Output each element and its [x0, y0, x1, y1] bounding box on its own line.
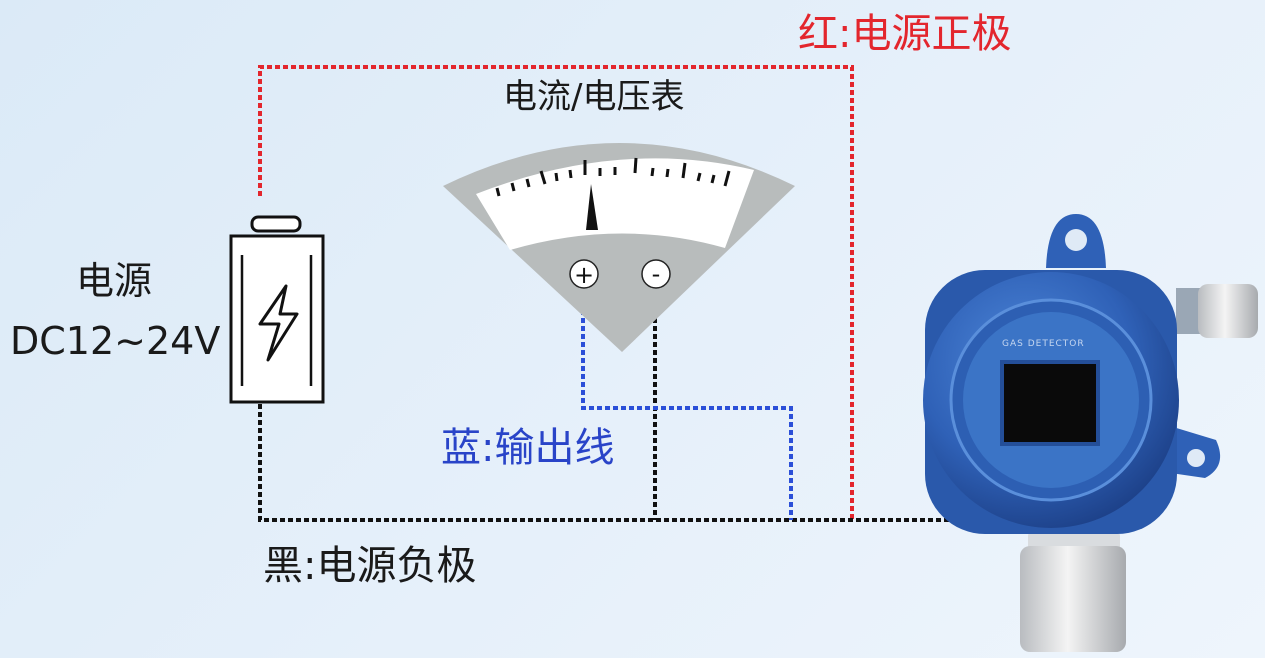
voltage-label: DC12~24V: [10, 319, 221, 363]
meter-plus-symbol: +: [574, 261, 594, 289]
meter-label: 电流/电压表: [503, 77, 685, 117]
blue-wire-label: 蓝:输出线: [441, 425, 615, 471]
meter-minus-terminal: [641, 259, 671, 289]
red-wire-label: 红:电源正极: [798, 11, 1012, 57]
gas-detector-device: [923, 214, 1258, 652]
battery-lightning-icon: [229, 215, 325, 404]
detector-brand-text: GAS DETECTOR: [1002, 339, 1085, 349]
detector-screen: [1000, 360, 1100, 446]
analog-meter-icon: + -: [443, 143, 795, 352]
meter-plus-terminal: [569, 259, 599, 289]
meter-minus-symbol: -: [652, 260, 661, 288]
meter-needle: [586, 184, 598, 230]
blue-output-wire: [581, 286, 793, 520]
black-negative-wire: [258, 404, 990, 522]
power-source-label: 电源: [76, 259, 153, 303]
black-wire-label: 黑:电源负极: [263, 543, 477, 589]
red-positive-wire: [258, 65, 854, 522]
